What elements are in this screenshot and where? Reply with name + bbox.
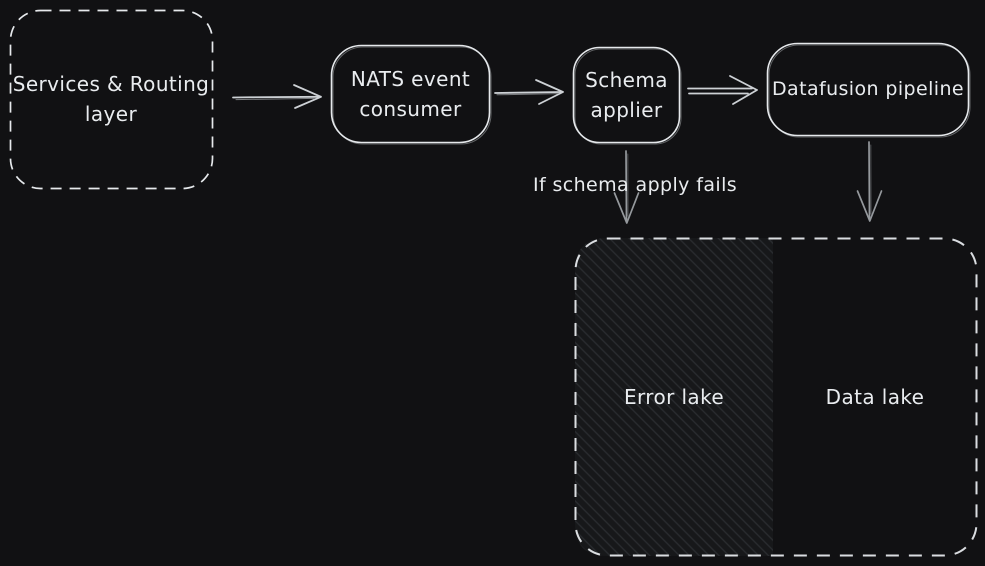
nats-box: [330, 44, 492, 145]
schema-box: [572, 46, 682, 145]
arrow-datafusion-to-data-lake: [856, 141, 883, 222]
arrow-services-to-nats: [232, 84, 322, 109]
datafusion-box: [766, 42, 971, 138]
lake-container-box: [574, 237, 978, 557]
error-lake-hatch-pattern: [575, 238, 773, 556]
arrow-schema-to-datafusion: [687, 75, 758, 105]
services-box: [9, 9, 214, 190]
arrow-schema-to-error-lake: [613, 150, 640, 224]
arrow-nats-to-schema: [494, 79, 564, 105]
